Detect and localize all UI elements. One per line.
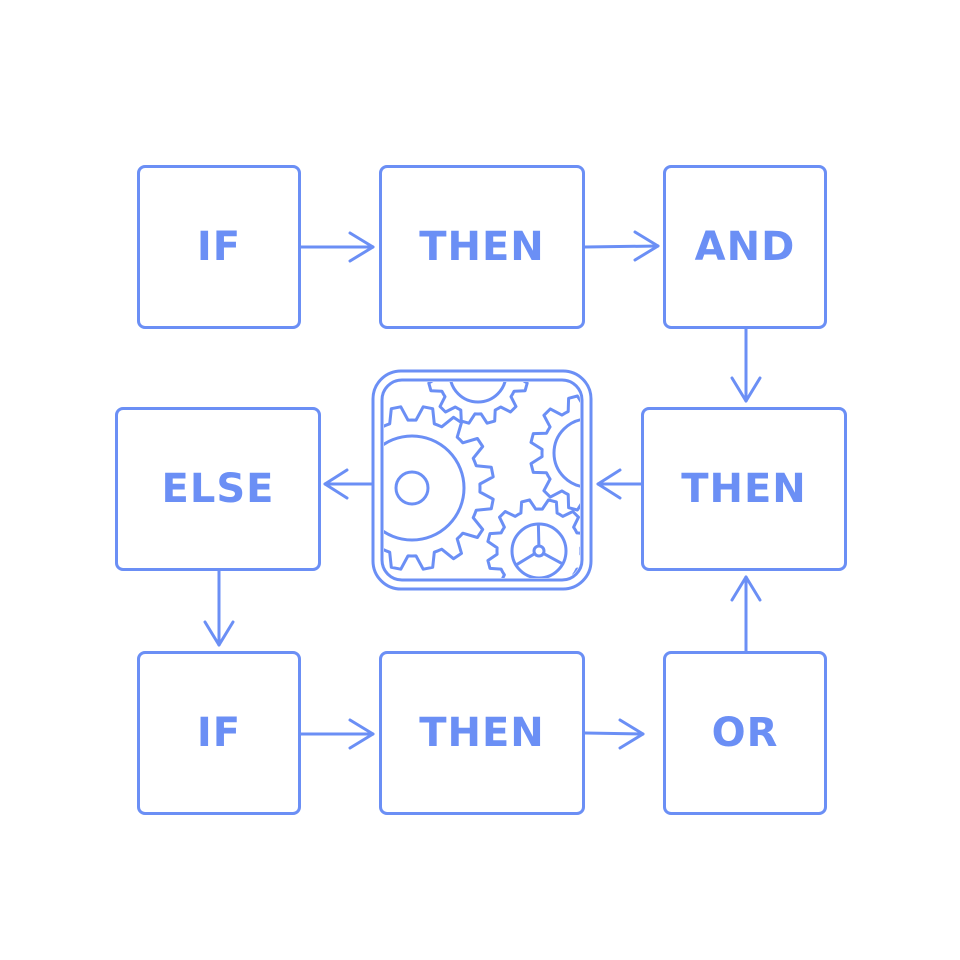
box-else: ELSE xyxy=(115,407,321,571)
box-label: IF xyxy=(196,224,242,270)
arrow-then2-to-gears xyxy=(596,468,643,500)
box-label: THEN xyxy=(419,224,545,270)
arrow-gears-to-else xyxy=(323,468,375,500)
box-and: AND xyxy=(663,165,827,329)
gears-icon xyxy=(371,369,593,591)
box-or: OR xyxy=(663,651,827,815)
box-then-top: THEN xyxy=(379,165,585,329)
box-label: AND xyxy=(694,224,796,270)
arrow-then1-to-and xyxy=(583,230,660,262)
gear-large xyxy=(384,405,495,571)
gear-top xyxy=(427,382,529,425)
arrow-or-to-then2 xyxy=(730,575,762,653)
box-label: THEN xyxy=(419,710,545,756)
box-then-bottom: THEN xyxy=(379,651,585,815)
gear-small xyxy=(486,498,580,578)
box-label: OR xyxy=(711,710,779,756)
arrow-if1-to-then1 xyxy=(299,231,375,263)
arrow-and-to-then2 xyxy=(730,327,762,403)
gear-right xyxy=(529,394,580,512)
box-if-top: IF xyxy=(137,165,301,329)
arrow-else-to-if2 xyxy=(203,569,235,647)
arrow-if2-to-then3 xyxy=(299,718,375,750)
box-label: ELSE xyxy=(161,466,275,512)
box-then-middle: THEN xyxy=(641,407,847,571)
box-if-bottom: IF xyxy=(137,651,301,815)
arrow-then3-to-or xyxy=(583,718,645,750)
box-label: THEN xyxy=(681,466,807,512)
box-label: IF xyxy=(196,710,242,756)
